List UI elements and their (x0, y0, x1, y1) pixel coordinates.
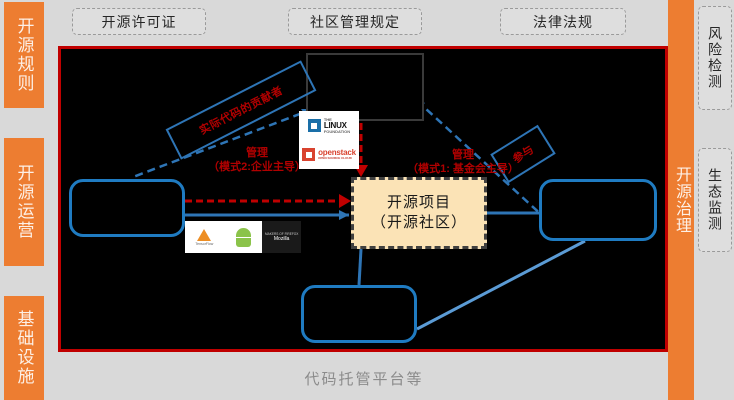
sidebar-panel-open-source-operations[interactable]: 开源运营 (4, 138, 44, 266)
chip-ecosystem-monitoring[interactable]: 生态监测 (698, 148, 732, 252)
node-bottom-platform[interactable] (301, 285, 417, 343)
annotation-mode2-title: 管理 (246, 147, 268, 159)
annotation-mode2-detail: （模式2:企业主导） (208, 160, 306, 173)
chip-risk-detection[interactable]: 风险检测 (698, 6, 732, 110)
sidebar-panel-open-source-governance[interactable]: 开源治理 (668, 0, 694, 400)
sidebar-panel-label: 开源治理 (673, 166, 690, 234)
footer-label: 代码托管平台等 (304, 370, 424, 388)
node-left-enterprise[interactable] (69, 179, 185, 237)
chip-open-source-license[interactable]: 开源许可证 (72, 8, 206, 35)
linux-foundation-logo: THE LINUX FOUNDATION (299, 111, 359, 140)
openstack-logo: openstack OPEN SOURCE CLOUD (299, 140, 359, 169)
connector-contributors-to-left-node (132, 107, 314, 179)
openstack-icon (302, 148, 316, 161)
chip-label: 生态监测 (707, 168, 723, 232)
arrowhead-mode2 (339, 194, 351, 208)
project-logos-card: TensorFlow MAKERS OF FIREFOX Mozilla (185, 221, 302, 253)
sidebar-panel-infrastructure[interactable]: 基础设施 (4, 296, 44, 400)
mozilla-main: Mozilla (273, 236, 290, 242)
os-sub: OPEN SOURCE CLOUD (318, 156, 352, 160)
android-icon (235, 227, 251, 237)
mozilla-top: MAKERS OF FIREFOX (264, 232, 299, 236)
linux-foundation-icon (307, 119, 321, 132)
node-center-open-source-project[interactable]: 开源项目 （开源社区） (351, 177, 487, 249)
chip-community-management-rules[interactable]: 社区管理规定 (288, 8, 422, 35)
annotation-mode2-enterprise-led: 管理 （模式2:企业主导） (181, 147, 333, 175)
lf-sub: FOUNDATION (323, 128, 351, 134)
arrowhead-left-to-center (339, 210, 349, 220)
sidebar-panel-label: 基础设施 (14, 310, 34, 386)
android-logo (224, 227, 263, 247)
chip-label: 法律法规 (533, 13, 593, 30)
chip-laws-and-regulations[interactable]: 法律法规 (500, 8, 626, 35)
node-center-line1: 开源项目 (386, 193, 451, 211)
lf-top: THE (323, 116, 332, 122)
chip-label: 开源许可证 (101, 13, 177, 30)
footer-code-hosting-platform: 代码托管平台等 (60, 356, 668, 400)
connector-join-to-top-node (412, 96, 558, 230)
connector-bottom-to-right (416, 239, 586, 331)
tensorflow-icon (197, 228, 212, 241)
tensorflow-label: TensorFlow (195, 241, 214, 246)
android-icon-body (235, 237, 251, 247)
node-right-users[interactable] (539, 179, 657, 241)
annotation-mode1-title: 管理 (452, 149, 474, 161)
annotation-mode1-foundation-led: 管理 （模式1: 基金会主导） (383, 149, 543, 177)
sidebar-panel-open-source-rules[interactable]: 开源规则 (4, 2, 44, 108)
tensorflow-logo: TensorFlow (185, 228, 224, 246)
connector-center-to-bottom (357, 248, 363, 286)
os-main: openstack (318, 148, 356, 157)
chip-label: 风险检测 (707, 26, 723, 90)
mozilla-logo: MAKERS OF FIREFOX Mozilla (262, 221, 302, 253)
node-top-organization[interactable] (306, 53, 424, 121)
sidebar-panel-label: 开源规则 (14, 17, 34, 93)
sidebar-panel-label: 开源运营 (14, 164, 34, 240)
node-center-line2: （开源社区） (370, 214, 467, 231)
chip-label: 社区管理规定 (310, 13, 400, 30)
annotation-mode1-detail: （模式1: 基金会主导） (407, 162, 519, 175)
foundation-logos-card: THE LINUX FOUNDATION openstack OPEN SOUR… (299, 111, 359, 169)
diagram-canvas: 开源项目 （开源社区） THE LINUX FOUNDATION opensta… (58, 46, 668, 352)
lf-main: LINUX (323, 120, 347, 130)
